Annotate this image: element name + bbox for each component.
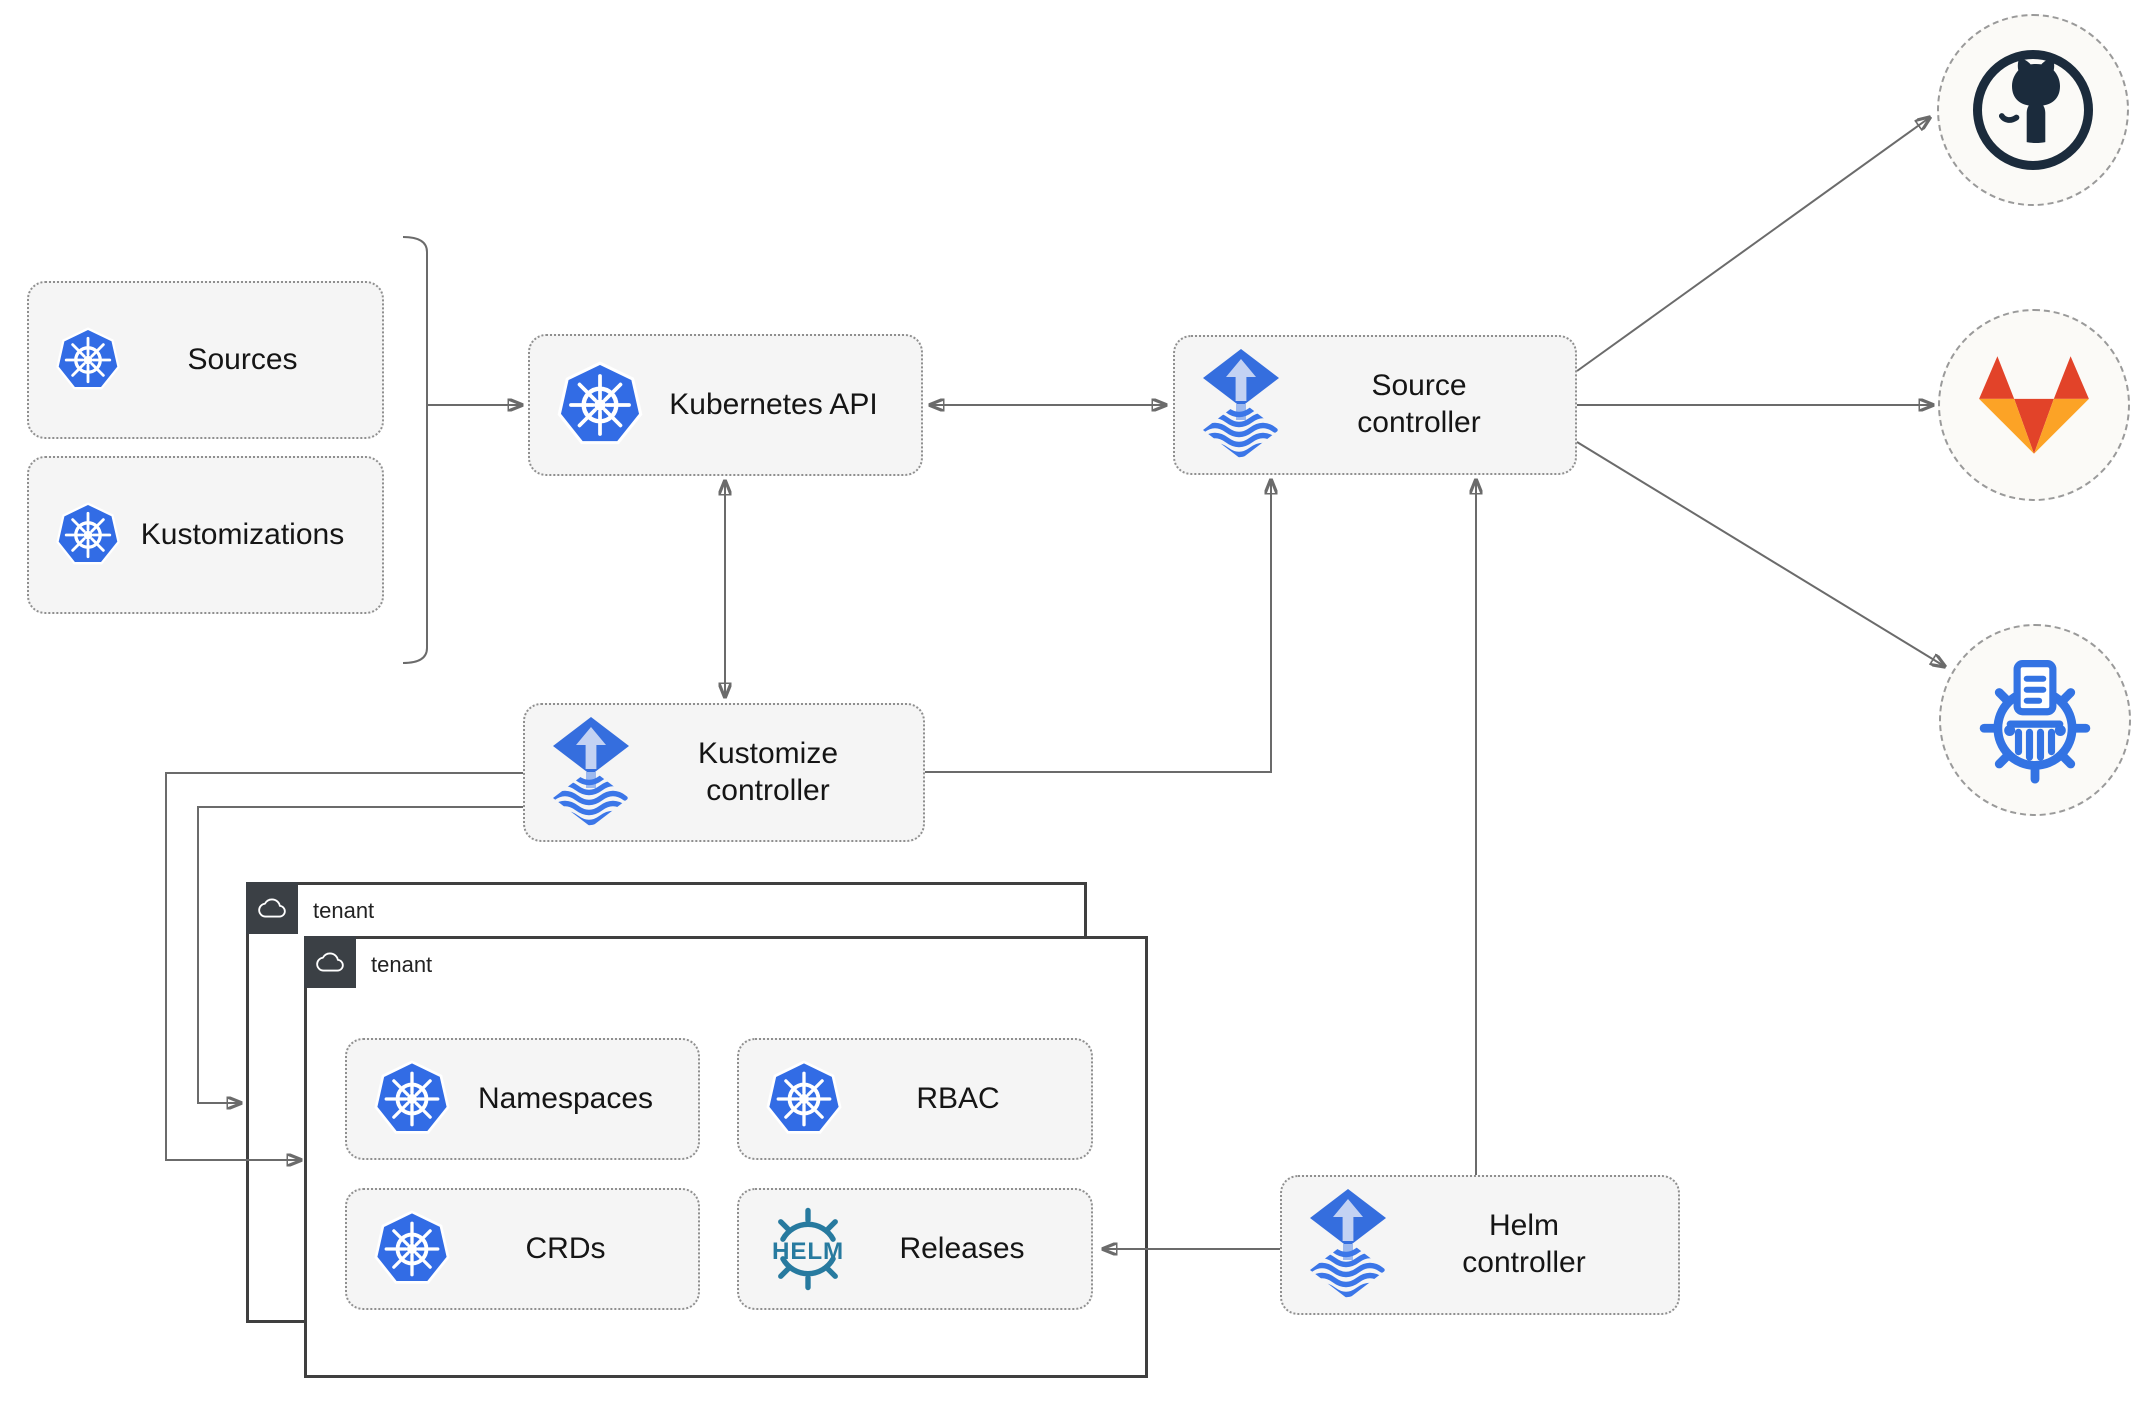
edge-group-bracket (402, 236, 428, 664)
kubernetes-icon (55, 502, 121, 568)
tenant-badge (246, 882, 298, 934)
node-label: Namespaces (477, 1081, 654, 1115)
node-namespaces: Namespaces (345, 1038, 700, 1160)
tenant-label: tenant (313, 898, 375, 923)
node-crds: CRDs (345, 1188, 700, 1310)
node-releases: HELM Releases (737, 1188, 1093, 1310)
flux-icon (1201, 347, 1281, 463)
gitlab-icon (1979, 356, 2089, 454)
kubernetes-icon (373, 1210, 451, 1288)
node-kustomize-controller: Kustomize controller (523, 703, 925, 842)
node-label: Helm controller (1462, 1209, 1586, 1279)
external-gitlab (1938, 309, 2130, 501)
node-label: Kubernetes API (669, 387, 878, 421)
node-label: Source controller (1357, 369, 1481, 439)
tenant-badge (304, 936, 356, 988)
kubernetes-icon (556, 361, 644, 449)
node-sources: Sources (27, 281, 384, 439)
node-label: CRDs (525, 1231, 606, 1265)
edge-source-controller-to-github (1576, 118, 1929, 372)
cloud-icon (316, 952, 344, 972)
chartmuseum-icon (1979, 660, 2091, 784)
external-chart-repository (1939, 624, 2131, 816)
node-kustomizations: Kustomizations (27, 456, 384, 614)
node-label: Releases (899, 1231, 1025, 1265)
kubernetes-icon (765, 1060, 843, 1138)
node-label: Kustomize controller (697, 736, 839, 807)
flux-icon (1308, 1187, 1388, 1303)
external-github (1937, 14, 2129, 206)
tenant-label: tenant (371, 952, 433, 977)
node-source-controller: Source controller (1173, 335, 1577, 475)
kubernetes-icon (55, 327, 121, 393)
flux-icon (551, 715, 631, 831)
helm-logo-text: HELM (772, 1238, 844, 1265)
node-label: Sources (187, 342, 298, 376)
edge-kustomize-controller-to-source-controller (925, 481, 1271, 773)
kubernetes-icon (373, 1060, 451, 1138)
edge-source-controller-to-chart-repository (1576, 441, 1944, 666)
node-rbac: RBAC (737, 1038, 1093, 1160)
node-helm-controller: Helm controller (1280, 1175, 1680, 1315)
github-icon (1973, 50, 2093, 170)
helm-icon: HELM (765, 1206, 851, 1292)
node-label: Kustomizations (140, 517, 345, 551)
node-kubernetes-api: Kubernetes API (528, 334, 923, 476)
cloud-icon (258, 898, 286, 918)
node-label: RBAC (916, 1081, 1000, 1115)
